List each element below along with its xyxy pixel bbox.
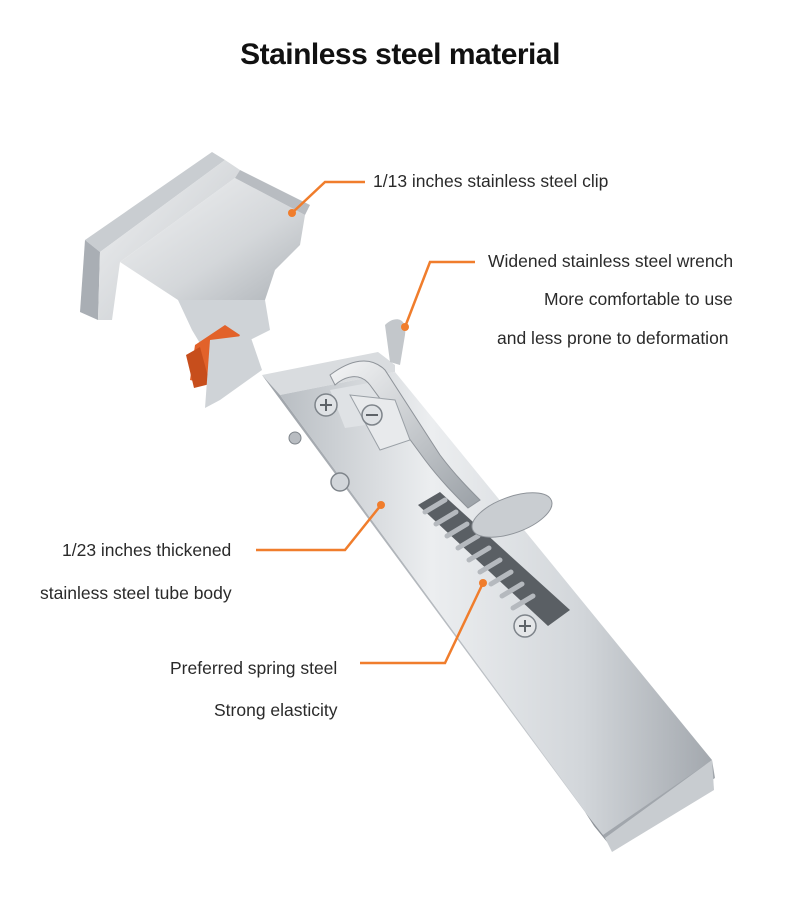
callout-line-tube [256,504,382,552]
callout-clip-label: 1/13 inches stainless steel clip [373,171,609,191]
callout-dot-spring [479,579,487,587]
tube-body [262,352,715,852]
callout-wrench-label-3: and less prone to deformation [497,328,729,348]
callout-wrench-label-2: More comfortable to use [544,289,733,309]
callout-tube-label-1: 1/23 inches thickened [62,540,232,560]
callout-tube-label-2: stainless steel tube body [40,583,232,603]
callout-line-spring [360,582,485,665]
callout-line-wrench [403,260,475,328]
callout-spring-label-1: Preferred spring steel [170,658,338,678]
screw-icon [288,393,537,638]
orange-adjust-knob [186,325,262,408]
callout-spring-label-2: Strong elasticity [214,700,338,720]
callout-line-clip [291,180,365,214]
callout-wrench-label-1: Widened stainless steel wrench [488,251,734,271]
callout-dot-wrench [401,323,409,331]
page-title: Stainless steel material [240,38,560,71]
steel-clip [80,152,310,360]
callout-dot-tube [377,501,385,509]
spring [422,497,536,611]
callout-dot-clip [288,209,296,217]
